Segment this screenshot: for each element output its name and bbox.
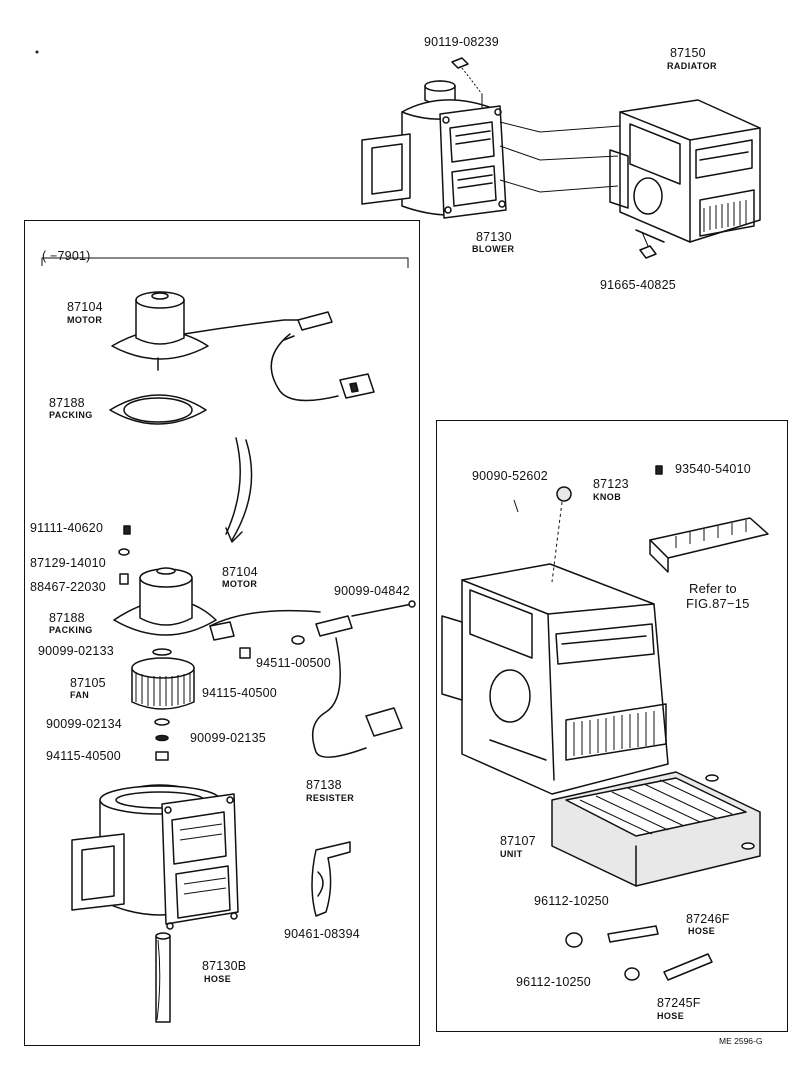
part-name-hose-87130b: HOSE (204, 974, 232, 984)
part-number-90099-02135: 90099-02135 (190, 731, 266, 745)
part-name-unit: UNIT (500, 849, 523, 859)
blower-assembly-illustration (361, 57, 507, 219)
part-name-blower: BLOWER (472, 244, 515, 254)
refer-to-text: Refer to (689, 581, 737, 596)
part-name-motor-lower: MOTOR (222, 579, 258, 589)
part-name-packing-lower: PACKING (49, 625, 93, 635)
part-number-87138: 87138 (306, 778, 342, 792)
part-name-radiator: RADIATOR (667, 61, 717, 71)
part-number-90461-08394: 90461-08394 (284, 927, 360, 941)
part-number-87123: 87123 (593, 477, 629, 491)
part-number-88467-22030: 88467-22030 (30, 580, 106, 594)
part-number-90099-04842: 90099-04842 (334, 584, 410, 598)
core-unit-87107-illustration (551, 771, 761, 887)
part-name-packing-upper: PACKING (49, 410, 93, 420)
part-number-93540-54010: 93540-54010 (675, 462, 751, 476)
radiator-detail-frame (436, 420, 788, 1032)
part-number-87107: 87107 (500, 834, 536, 848)
hose-87130b-illustration (155, 932, 171, 1023)
part-number-87188-upper: 87188 (49, 396, 85, 410)
part-number-90090-52602: 90090-52602 (472, 469, 548, 483)
part-number-87188-lower: 87188 (49, 611, 85, 625)
part-number-87130b: 87130B (202, 959, 247, 973)
part-number-96112-10250-a: 96112-10250 (534, 894, 609, 908)
lower-motor-illustration (113, 525, 416, 761)
part-name-resister: RESISTER (306, 793, 355, 803)
part-number-91111-40620: 91111-40620 (30, 521, 104, 535)
part-number-94115-40500-b: 94115-40500 (46, 749, 121, 763)
part-number-90119-08239: 90119-08239 (424, 35, 499, 49)
part-number-87130: 87130 (476, 230, 512, 244)
part-number-87104-upper: 87104 (67, 300, 103, 314)
part-number-87104-lower: 87104 (222, 565, 258, 579)
blower-detail-frame (24, 220, 420, 1046)
part-number-94115-40500-a: 94115-40500 (202, 686, 277, 700)
assembly-connection-lines (499, 121, 621, 193)
part-number-90099-02134: 90099-02134 (46, 717, 122, 731)
part-name-hose-87245f: HOSE (657, 1011, 685, 1021)
refer-figure-reference: FIG.87−15 (686, 596, 750, 611)
clamp-90461-illustration (311, 841, 351, 917)
ink-dot (35, 50, 39, 54)
hoses-right-illustration (565, 925, 713, 981)
radiator-housing-illustration (609, 99, 761, 259)
part-name-hose-87246f: HOSE (688, 926, 716, 936)
radiator-unit-illustration (441, 465, 769, 795)
part-number-96112-10250-b: 96112-10250 (516, 975, 591, 989)
part-number-87150: 87150 (670, 46, 706, 60)
drawing-code: ME 2596-G (719, 1036, 763, 1046)
part-number-90099-02133: 90099-02133 (38, 644, 114, 658)
part-number-87246f: 87246F (686, 912, 730, 926)
upper-motor-illustration (41, 257, 409, 425)
model-range-bracket: ( −7901) (42, 249, 91, 263)
part-number-94511-00500: 94511-00500 (256, 656, 331, 670)
blower-housing-illustration (71, 784, 239, 930)
replacement-arrow (225, 437, 253, 543)
part-name-motor-upper: MOTOR (67, 315, 103, 325)
part-number-87105: 87105 (70, 676, 106, 690)
part-number-87129-14010: 87129-14010 (30, 556, 106, 570)
part-name-knob: KNOB (593, 492, 622, 502)
part-name-fan: FAN (70, 690, 90, 700)
part-number-87245f: 87245F (657, 996, 701, 1010)
part-number-91665-40825: 91665-40825 (600, 278, 676, 292)
